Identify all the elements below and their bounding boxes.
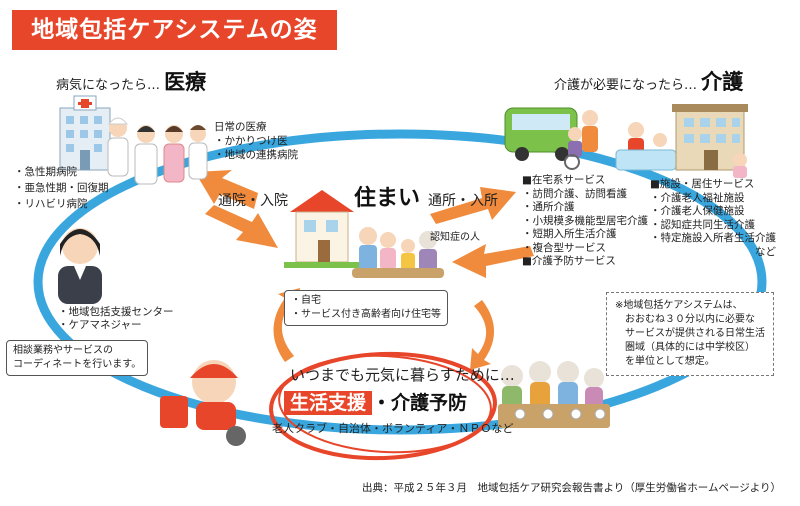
living-main: 生活支援・介護予防 bbox=[284, 388, 467, 415]
area-ring bbox=[33, 129, 767, 435]
arrow-to-home-from-medical bbox=[205, 205, 278, 248]
housing-callout: ・自宅 ・サービス付き高齢者向け住宅等 bbox=[284, 290, 448, 326]
care-heading: 介護 bbox=[701, 70, 744, 94]
system-note: ※地域包括ケアシステムは、 おおむね３０分以内に必要な サービスが提供される日常… bbox=[606, 292, 774, 376]
medical-hospital-item: ・リハビリ病院 bbox=[14, 198, 88, 210]
medical-staff-illustration bbox=[107, 117, 208, 185]
care-home-service-item: ■介護予防サービス bbox=[522, 255, 616, 267]
housing-item: ・サービス付き高齢者向け住宅等 bbox=[291, 309, 441, 320]
care-facility-service-item: ・介護老人福祉施設 bbox=[650, 191, 745, 204]
medical-hospital-list: ・急性期病院 ・亜急性期・回復期 ・リハビリ病院 bbox=[14, 164, 109, 212]
support-center-callout: 相談業務やサービスの コーディネートを行います。 bbox=[6, 340, 149, 376]
care-lead: 介護が必要になったら… bbox=[554, 78, 698, 93]
arrow-to-medical bbox=[195, 170, 258, 209]
living-groups: 老人クラブ・自治体・ボランティア・ＮＰＯなど bbox=[272, 422, 514, 435]
note-line: おおむね３０分以内に必要な bbox=[625, 314, 755, 325]
medical-hospital-item: ・亜急性期・回復期 bbox=[14, 182, 109, 194]
support-center-item: ・地域包括支援センター bbox=[58, 306, 174, 318]
daycare-bus-illustration bbox=[504, 107, 578, 161]
note-line: を単位として想定。 bbox=[625, 356, 715, 367]
care-facility-illustration bbox=[672, 104, 748, 178]
support-center-list: ・地域包括支援センター ・ケアマネジャー bbox=[58, 306, 174, 332]
care-home-service-item: ・短期入所生活介護 bbox=[522, 228, 617, 240]
flow-label-hospital: 通院・入院 bbox=[218, 193, 288, 209]
hospital-illustration bbox=[59, 95, 111, 171]
medical-lead: 病気になったら… bbox=[56, 78, 161, 93]
medical-header: 病気になったら… 医療 bbox=[56, 66, 206, 96]
care-facility-service-item: ・特定施設入所者生活介護 bbox=[650, 232, 776, 244]
note-line: 圏域（具体的には中学校区） bbox=[625, 342, 755, 353]
care-home-service-item: ・通所介護 bbox=[522, 201, 575, 213]
housing-item: ・自宅 bbox=[291, 295, 321, 306]
medical-daily-item: ・かかりつけ医 bbox=[214, 135, 288, 147]
care-header: 介護が必要になったら… 介護 bbox=[554, 66, 743, 96]
volunteer-illustration bbox=[160, 360, 246, 446]
arrow-to-care bbox=[430, 187, 516, 224]
living-prevention: ・介護予防 bbox=[372, 392, 468, 414]
family-illustration bbox=[352, 227, 444, 278]
support-center-item: ・ケアマネジャー bbox=[58, 319, 142, 331]
house-illustration bbox=[284, 190, 360, 268]
flow-arrows bbox=[195, 170, 534, 370]
caregiver-illustration bbox=[564, 110, 677, 171]
care-home-service-item: ・小規模多機能型居宅介護 bbox=[522, 214, 648, 227]
note-line: ※地域包括ケアシステムは、 bbox=[615, 300, 743, 311]
care-facility-service-item: ・認知症共同生活介護 bbox=[650, 218, 755, 231]
dementia-label: 認知症の人 bbox=[430, 232, 480, 243]
note-line: サービスが提供される日常生活 bbox=[625, 328, 765, 339]
support-callout-line: 相談業務やサービスの bbox=[13, 345, 113, 356]
care-home-service-item: ・訪問介護、訪問看護 bbox=[522, 187, 627, 200]
page-title: 地域包括ケアシステムの姿 bbox=[12, 10, 337, 50]
arrow-to-home-from-care bbox=[452, 244, 534, 278]
medical-heading: 医療 bbox=[164, 70, 207, 94]
care-home-service-item: ■在宅系サービス bbox=[522, 174, 606, 186]
support-callout-line: コーディネートを行います。 bbox=[13, 359, 142, 370]
care-home-service-item: ・複合型サービス bbox=[522, 241, 606, 254]
arrow-living-right bbox=[470, 300, 495, 370]
medical-daily-item: 日常の医療 bbox=[214, 121, 267, 133]
living-loop bbox=[269, 351, 497, 461]
care-manager-illustration bbox=[58, 228, 102, 304]
care-facility-service-item: ・介護老人保健施設 bbox=[650, 205, 745, 217]
medical-daily-list: 日常の医療 ・かかりつけ医 ・地域の連携病院 bbox=[214, 120, 298, 162]
source-citation: 出典：平成２５年３月 地域包括ケア研究会報告書より（厚生労働省ホームページより） bbox=[362, 482, 782, 494]
flow-label-daycare: 通所・入所 bbox=[428, 193, 498, 209]
medical-hospital-item: ・急性期病院 bbox=[14, 166, 77, 178]
living-loop-inner bbox=[278, 354, 492, 454]
care-home-services-list: ■在宅系サービス ・訪問介護、訪問看護 ・通所介護 ・小規模多機能型居宅介護 ・… bbox=[522, 174, 648, 269]
living-lead: いつまでも元気に暮らすために… bbox=[290, 366, 515, 384]
care-facility-services-list: ■施設・居住サービス ・介護老人福祉施設 ・介護老人保健施設 ・認知症共同生活介… bbox=[650, 178, 776, 259]
medical-daily-item: ・地域の連携病院 bbox=[214, 149, 298, 161]
living-support-badge: 生活支援 bbox=[284, 391, 373, 415]
elderly-group-illustration bbox=[498, 361, 610, 428]
care-facility-service-item: ■施設・居住サービス bbox=[650, 178, 755, 190]
care-facility-service-item: など bbox=[755, 245, 776, 258]
home-heading: 住まい bbox=[354, 186, 421, 211]
